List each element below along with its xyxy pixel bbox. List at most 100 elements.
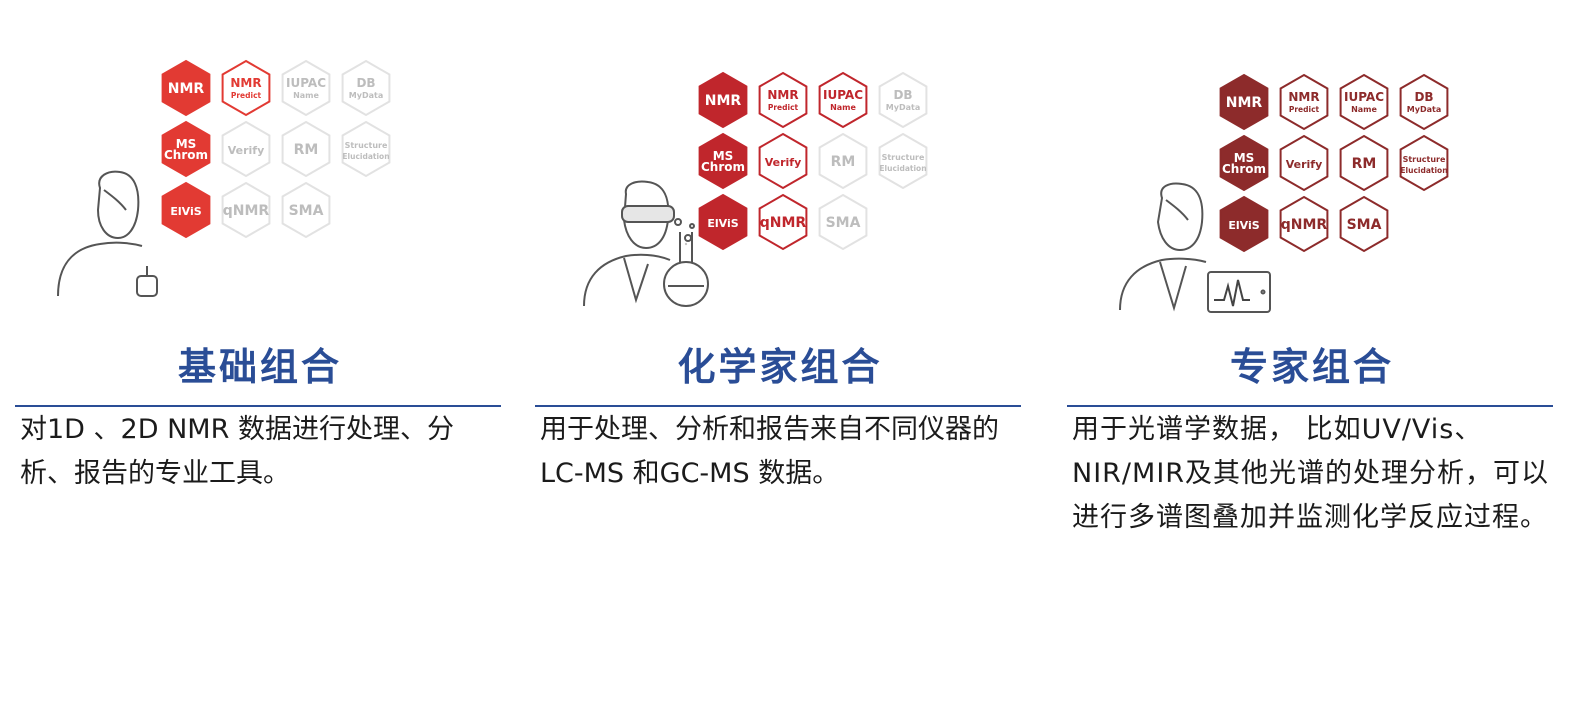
module-nmr-chemist: NMR — [698, 71, 748, 129]
hexagon-shape — [698, 71, 748, 129]
hexagon-label: NMR — [168, 81, 205, 97]
hexagon-label: qNMR — [1281, 217, 1328, 233]
hexagon-shape — [221, 59, 271, 117]
hexagon-shape — [281, 181, 331, 239]
hexagon-sublabel: Name — [830, 103, 856, 112]
hexagon-shape — [1339, 195, 1389, 253]
hexagon-label: SMA — [289, 203, 324, 219]
expert-title: 专家组合 — [1229, 345, 1394, 389]
hexagon-label: Structure — [345, 141, 388, 150]
hexagon-label: RM — [831, 154, 856, 170]
hexagon-shape — [818, 132, 868, 190]
hexagon-shape — [1339, 134, 1389, 192]
expert-divider — [1067, 405, 1553, 407]
hexagon-shape — [221, 120, 271, 178]
hexagon-label: Verify — [228, 144, 265, 157]
hexagon-sublabel: Predict — [768, 103, 799, 112]
basic-title: 基础组合 — [177, 345, 342, 389]
module-nmr-basic: NMR — [161, 59, 211, 117]
hexagon-shape — [818, 193, 868, 251]
hexagon-shape — [1219, 195, 1269, 253]
hexagon-label: MS — [1234, 151, 1255, 165]
hexagon-label: NMR — [705, 93, 742, 109]
hexagon-label: NMR — [767, 88, 798, 102]
module-elvis-expert: ElViS — [1219, 195, 1269, 253]
hexagon-label: DB — [1414, 90, 1433, 104]
hexagon-label: qNMR — [223, 203, 270, 219]
hexagon-label: RM — [294, 142, 319, 158]
chemist-with-flask-icon — [583, 180, 709, 307]
hexagon-shape — [1279, 134, 1329, 192]
module-nmr-expert: NMR — [1219, 73, 1269, 131]
hexagon-sublabel: Name — [293, 91, 319, 100]
hexagon-shape — [161, 120, 211, 178]
module-verify-expert: Verify — [1279, 134, 1329, 192]
hexagon-label: MS — [713, 149, 734, 163]
module-sma-expert: SMA — [1339, 195, 1389, 253]
hexagon-label: Verify — [1286, 158, 1323, 171]
hexagon-shape — [878, 71, 928, 129]
hexagon-shape — [758, 71, 808, 129]
hexagon-label: Verify — [765, 156, 802, 169]
hexagon-sublabel: Chrom — [164, 148, 208, 162]
expert-with-spectrum-icon — [1119, 182, 1271, 313]
expert-description: 用于光谱学数据， 比如UV/Vis、NIR/MIR及其他光谱的处理分析，可以进行… — [1072, 414, 1550, 533]
hexagon-sublabel: Elucidation — [1400, 166, 1447, 175]
hexagon-label: DB — [893, 88, 912, 102]
hexagon-sublabel: Chrom — [701, 160, 745, 174]
hexagon-label: IUPAC — [286, 76, 326, 90]
hexagon-shape — [1219, 134, 1269, 192]
hexagon-sublabel: Elucidation — [879, 164, 926, 173]
module-qnmr-basic: qNMR — [221, 181, 271, 239]
hexagon-shape — [758, 132, 808, 190]
hexagon-shape — [281, 59, 331, 117]
module-elvis-basic: ElViS — [161, 181, 211, 239]
module-rm-basic: RM — [281, 120, 331, 178]
hexagon-label: NMR — [1288, 90, 1319, 104]
hexagon-label: IUPAC — [1344, 90, 1384, 104]
module-qnmr-chemist: qNMR — [758, 193, 808, 251]
hexagon-sublabel: Predict — [231, 91, 262, 100]
chemist-divider — [535, 405, 1021, 407]
module-qnmr-expert: qNMR — [1279, 195, 1329, 253]
hexagon-label: NMR — [1226, 95, 1263, 111]
hexagon-sublabel: MyData — [349, 91, 383, 100]
hexagon-label: NMR — [230, 76, 261, 90]
module-rm-expert: RM — [1339, 134, 1389, 192]
hexagon-shape — [1279, 195, 1329, 253]
chemist-description: 用于处理、分析和报告来自不同仪器的LC-MS 和GC-MS 数据。 — [540, 414, 999, 489]
hexagon-label: MS — [176, 137, 197, 151]
hexagon-shape — [818, 71, 868, 129]
hexagon-sublabel: MyData — [886, 103, 920, 112]
hexagon-label: ElViS — [707, 217, 738, 230]
hexagon-shape — [221, 181, 271, 239]
hexagon-shape — [1399, 134, 1449, 192]
module-sma-chemist: SMA — [818, 193, 868, 251]
hexagon-shape — [1219, 73, 1269, 131]
hexagon-label: ElViS — [1228, 219, 1259, 232]
chemist-title: 化学家组合 — [677, 345, 883, 389]
hexagon-sublabel: MyData — [1407, 105, 1441, 114]
hexagon-label: IUPAC — [823, 88, 863, 102]
hexagon-label: ElViS — [170, 205, 201, 218]
hexagon-shape — [281, 120, 331, 178]
hexagon-shape — [698, 132, 748, 190]
hexagon-shape — [758, 193, 808, 251]
hexagon-label: DB — [356, 76, 375, 90]
